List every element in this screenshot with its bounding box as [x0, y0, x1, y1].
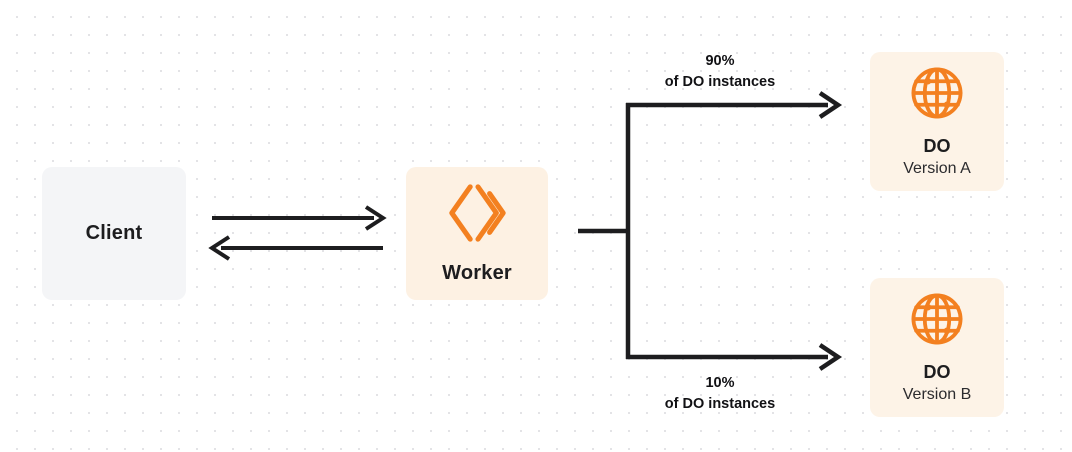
- node-do-b-label: DO: [923, 362, 951, 383]
- node-do-a-label: DO: [923, 136, 951, 157]
- edge-worker-to-do-a: [626, 91, 843, 119]
- edge-label-do-b-percent: 10%: [705, 375, 735, 391]
- edge-label-do-a: 90% of DO instances: [629, 51, 811, 93]
- globe-icon: [908, 64, 966, 122]
- node-do-version-a[interactable]: DO Version A: [870, 52, 1004, 191]
- node-client[interactable]: Client: [42, 167, 186, 300]
- edge-label-do-b-caption: of DO instances: [664, 396, 776, 413]
- edge-client-to-worker: [212, 205, 387, 231]
- edge-worker-to-client: [208, 235, 383, 261]
- edge-worker-branch-trunk: [578, 103, 631, 359]
- edge-label-do-a-caption: of DO instances: [664, 74, 776, 91]
- node-worker-label: Worker: [442, 262, 512, 284]
- node-do-version-b[interactable]: DO Version B: [870, 278, 1004, 417]
- node-worker[interactable]: Worker: [406, 167, 548, 300]
- node-client-label: Client: [85, 222, 143, 244]
- edge-label-do-a-percent: 90%: [705, 53, 735, 69]
- globe-icon: [908, 290, 966, 348]
- node-do-a-sublabel: Version A: [903, 160, 971, 178]
- cloudflare-workers-icon: [446, 182, 508, 244]
- edge-label-do-b: 10% of DO instances: [629, 373, 811, 415]
- node-do-b-sublabel: Version B: [902, 386, 972, 404]
- edge-worker-to-do-b: [626, 343, 843, 371]
